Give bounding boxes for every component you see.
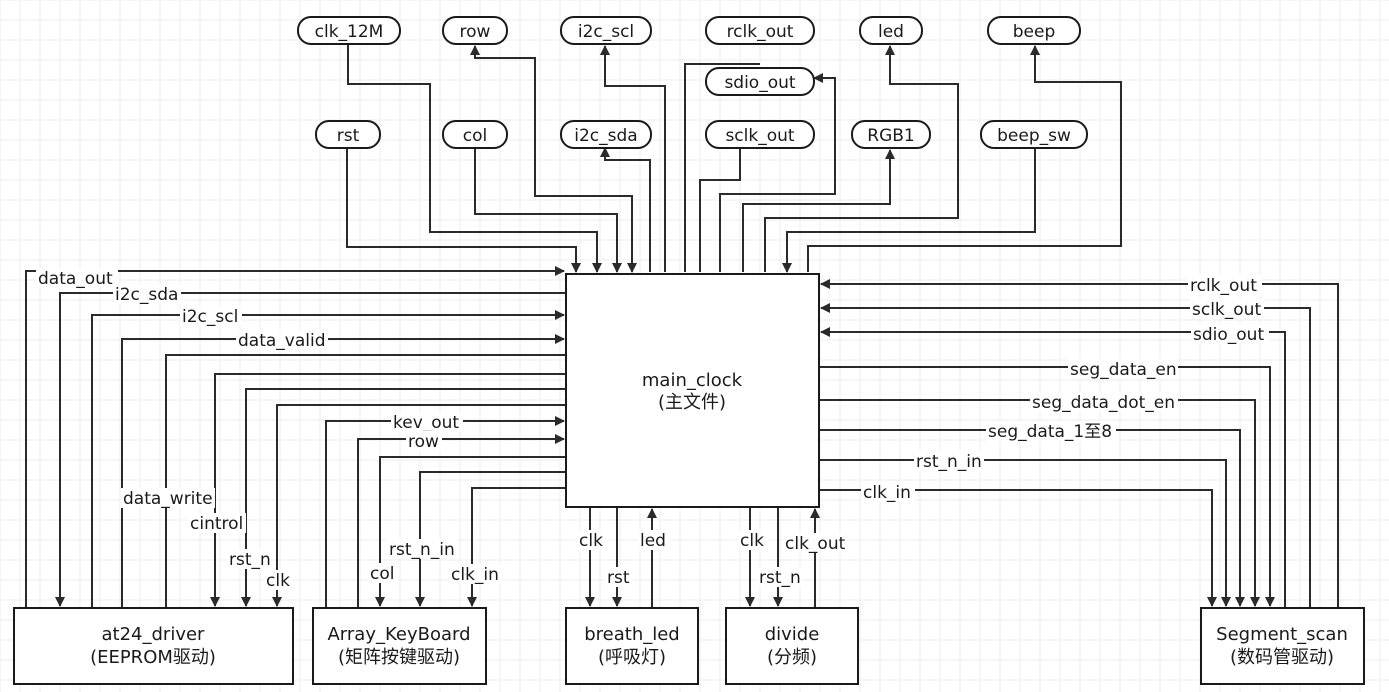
module-name: divide [765, 624, 820, 645]
signal-label-i2c-sda: i2c_sda [115, 285, 178, 305]
signal-label-clk-in: clk_in [863, 483, 911, 503]
signal-label-sdio-out: sdio_out [1193, 325, 1264, 345]
port-beep: beep [987, 16, 1081, 45]
port-beep_sw: beep_sw [980, 120, 1088, 149]
module-sub: (分频) [767, 647, 817, 668]
port-label: RGB1 [867, 126, 914, 146]
module-name: breath_led [584, 624, 680, 645]
module-name: Segment_scan [1216, 624, 1348, 645]
module-sub: (主文件) [658, 392, 726, 413]
module-name: Array_KeyBoard [327, 624, 470, 645]
port-label: clk_12M [315, 22, 384, 42]
module-name: main_clock [642, 370, 743, 391]
module-name: at24_driver [102, 624, 206, 645]
port-label: beep_sw [997, 126, 1071, 146]
port-label: rclk_out [727, 22, 794, 42]
port-label: rst [337, 126, 360, 146]
signal-label-i2c-scl: i2c_scl [182, 307, 238, 327]
port-clk_12M: clk_12M [297, 16, 401, 45]
segment-scan-module: Segment_scan (数码管驱动) [1200, 607, 1365, 685]
main-clock-module: main_clock (主文件) [565, 273, 820, 508]
module-sub: (EEPROM驱动) [90, 647, 216, 668]
signal-label-data-valid: data_valid [238, 331, 326, 351]
signal-label-clk: clk [266, 571, 290, 591]
signal-label-rst-n-in: rst_n_in [389, 540, 455, 560]
port-label: beep [1013, 22, 1056, 42]
signal-label-seg-data-dot-en: seg_data_dot_en [1032, 393, 1175, 413]
divide-module: divide (分频) [725, 607, 859, 685]
signal-label-rst-n: rst_n [229, 550, 271, 570]
signal-label-led: led [640, 531, 666, 551]
port-label: i2c_sda [574, 126, 637, 146]
module-sub: (矩阵按键驱动) [338, 647, 460, 668]
module-sub: (数码管驱动) [1230, 647, 1334, 668]
port-label: sdio_out [724, 73, 795, 93]
signal-label-sclk-out: sclk_out [1192, 300, 1261, 320]
port-led: led [859, 16, 923, 45]
breath-led-module: breath_led (呼吸灯) [565, 607, 699, 685]
port-label: led [878, 22, 904, 42]
signal-labels: data_out i2c_sda i2c_scl data_valid data… [36, 268, 1269, 591]
signal-label-rclk-out: rclk_out [1190, 276, 1257, 296]
signal-label-kev-out: kev_out [393, 413, 459, 433]
port-RGB1: RGB1 [851, 120, 931, 149]
module-sub: (呼吸灯) [598, 647, 666, 668]
port-sdio_out: sdio_out [705, 67, 815, 96]
port-i2c_sda: i2c_sda [560, 120, 652, 149]
signal-label-seg-data-1-8: seg_data_1至8 [988, 422, 1112, 442]
signal-label-rst-n: rst_n [759, 568, 801, 588]
signal-label-clk: clk [579, 531, 603, 551]
port-col: col [442, 120, 508, 149]
signal-label-seg-data-en: seg_data_en [1070, 360, 1177, 380]
signal-label-rst: rst [607, 568, 630, 588]
port-label: i2c_scl [578, 22, 634, 42]
signal-label-data-write: data_write [123, 489, 213, 509]
signal-label-data-out: data_out [38, 269, 113, 289]
signal-label-clk: clk [740, 531, 764, 551]
port-label: row [460, 22, 491, 42]
signal-label-cintrol: cintrol [190, 514, 243, 534]
port-row: row [442, 16, 508, 45]
port-label: sclk_out [725, 126, 794, 146]
signal-label-rst-n-in: rst_n_in [916, 452, 982, 472]
port-label: col [463, 126, 487, 146]
at24-driver-module: at24_driver (EEPROM驱动) [13, 607, 294, 685]
signal-label-clk-in: clk_in [451, 565, 499, 585]
array-keyboard-module: Array_KeyBoard (矩阵按键驱动) [312, 607, 487, 685]
signal-label-row: row [408, 432, 439, 452]
port-i2c_scl: i2c_scl [560, 16, 652, 45]
port-rst: rst [315, 120, 381, 149]
port-rclk_out: rclk_out [705, 16, 815, 45]
signal-label-clk-out: clk_out [785, 534, 846, 554]
port-sclk_out: sclk_out [705, 120, 815, 149]
signal-label-col: col [370, 564, 394, 584]
